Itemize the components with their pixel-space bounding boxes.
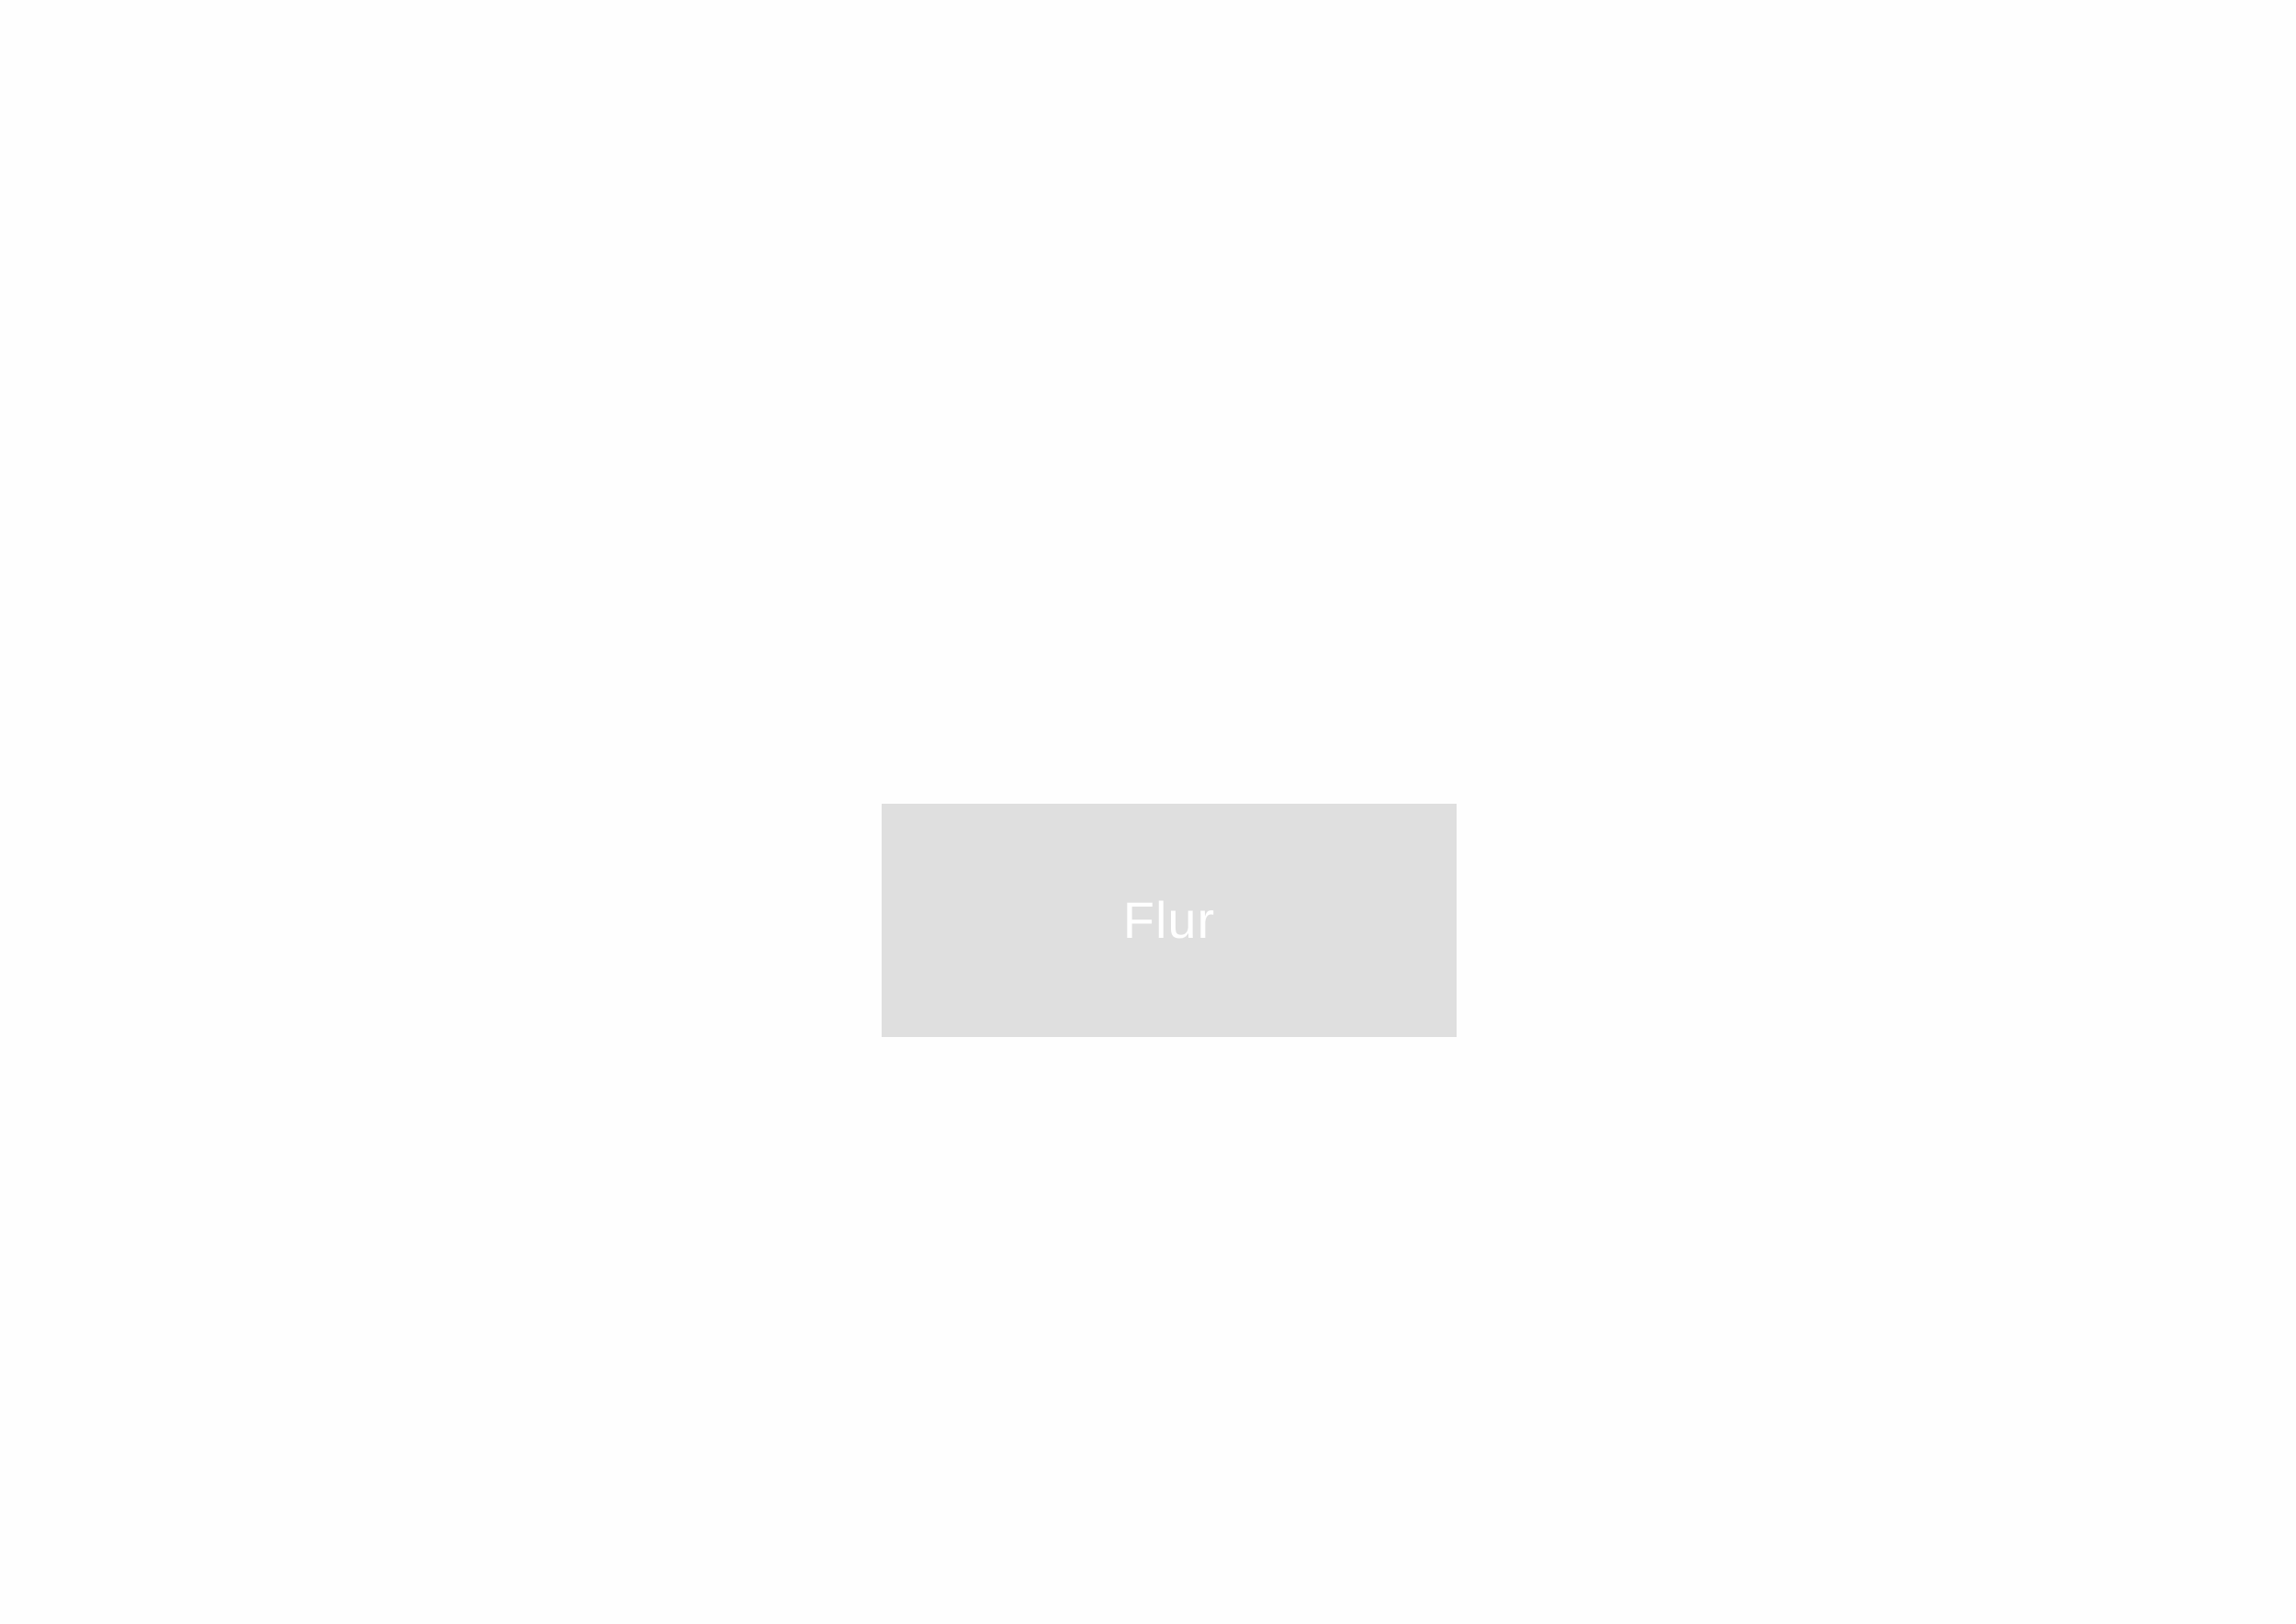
room-label: Flur [1122,891,1216,949]
room-block-flur[interactable]: Flur [882,804,1457,1037]
